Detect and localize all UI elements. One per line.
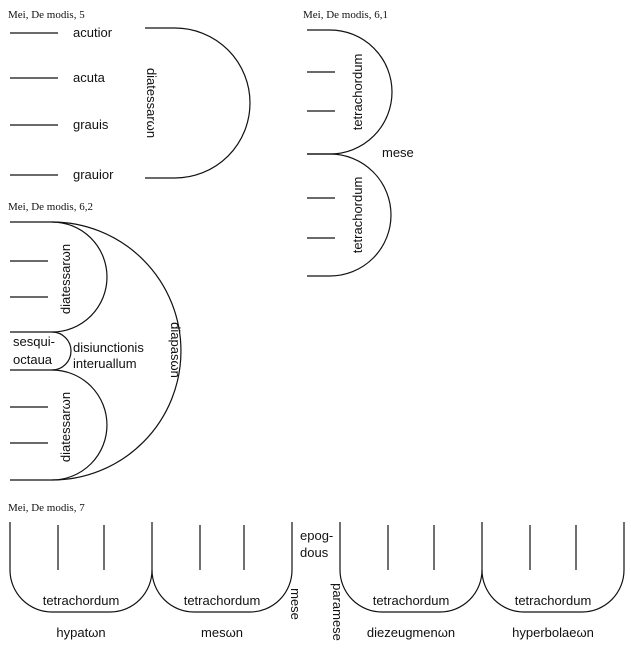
diatessaron-arc [145, 27, 251, 179]
diapason-label: diapasωn [168, 322, 183, 378]
tetrachord-diezeugmenon-u [339, 522, 483, 613]
caption-de-modis-6-2: Mei, De modis, 6,2 [8, 201, 93, 213]
upper-tetrachord-arc [307, 29, 393, 155]
meson-label: mesωn [201, 625, 243, 640]
mese-label-d: mese [288, 588, 303, 620]
lower-tetrachord-arc [307, 153, 392, 277]
note-label-acutior: acutior [73, 25, 113, 40]
tetrachordum-label-d-4: tetrachordum [515, 593, 592, 608]
diatessaron-label-c-lower: diatessarωn [58, 392, 73, 462]
sesquioctaua-arc [51, 331, 72, 371]
interuallum-label: interuallum [73, 356, 137, 371]
figure-mei-de-modis-6-1: Mei, De modis, 6,1 tetrachordum tetracho… [303, 9, 414, 277]
note-label-grauis: grauis [73, 117, 109, 132]
hyperbolaeon-label: hyperbolaeωn [512, 625, 594, 640]
disiunctionis-label: disiunctionis [73, 340, 144, 355]
diatessaron-label-a: diatessarωn [144, 68, 159, 138]
note-label-grauior: grauior [73, 167, 114, 182]
diatessaron-label-c-upper: diatessarωn [58, 244, 73, 314]
diapason-arc [51, 221, 182, 481]
dous-label: dous [300, 545, 329, 560]
sesqui-label: sesqui- [13, 334, 55, 349]
diezeugmenon-label: diezeugmenωn [367, 625, 455, 640]
tetrachordum-label-b-upper: tetrachordum [350, 54, 365, 131]
hypaton-label: hypatωn [56, 625, 105, 640]
figure-mei-de-modis-6-2: Mei, De modis, 6,2 diatessarωn diatessar… [8, 201, 183, 481]
note-label-acuta: acuta [73, 70, 106, 85]
tetrachord-hypaton-u [9, 522, 153, 613]
tetrachord-meson-u [151, 522, 293, 613]
paramese-label: paramese [330, 583, 345, 641]
tetrachordum-label-d-2: tetrachordum [184, 593, 261, 608]
octaua-label: octaua [13, 352, 53, 367]
upper-diatessaron-arc [10, 221, 108, 333]
caption-de-modis-6-1: Mei, De modis, 6,1 [303, 9, 388, 21]
mese-label-b: mese [382, 145, 414, 160]
epog-label: epog- [300, 528, 333, 543]
tetrachordum-label-b-lower: tetrachordum [350, 177, 365, 254]
tetrachordum-label-d-1: tetrachordum [43, 593, 120, 608]
figure-mei-de-modis-7: Mei, De modis, 7 tetrachordum tetrachord… [8, 502, 625, 641]
caption-de-modis-5: Mei, De modis, 5 [8, 9, 85, 21]
tetrachord-hyperbolaeon-u [481, 522, 625, 613]
lower-diatessaron-arc [10, 369, 108, 481]
caption-de-modis-7: Mei, De modis, 7 [8, 502, 85, 514]
tetrachordum-label-d-3: tetrachordum [373, 593, 450, 608]
figure-mei-de-modis-5: Mei, De modis, 5 acutior acuta grauis gr… [8, 9, 251, 182]
